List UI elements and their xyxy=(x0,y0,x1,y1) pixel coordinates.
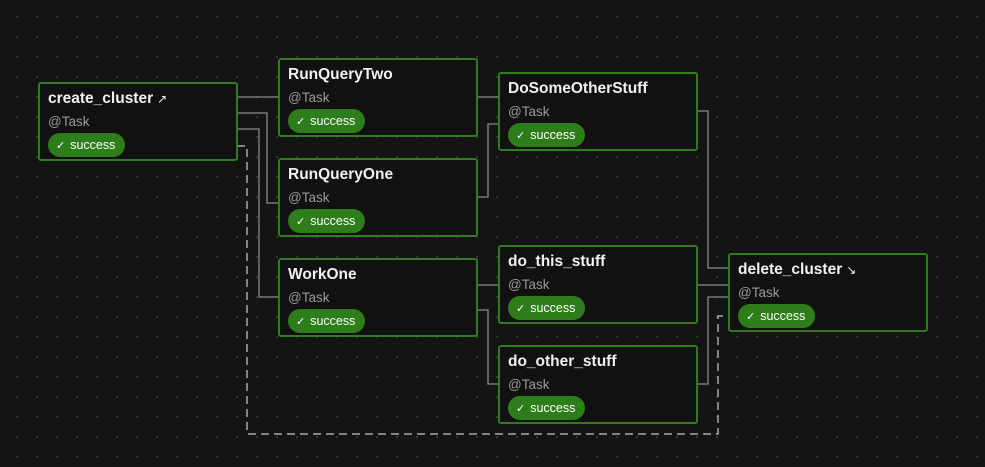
node-title: do_other_stuff xyxy=(508,353,617,370)
check-icon: ✓ xyxy=(296,315,306,328)
status-badge: ✓success xyxy=(508,396,586,420)
node-title: RunQueryOne xyxy=(288,166,394,183)
edge-create-cluster-workone xyxy=(237,128,279,298)
node-subtitle: @Task xyxy=(288,90,330,105)
status-badge: ✓success xyxy=(288,209,366,233)
node-runquerytwo[interactable]: RunQueryTwo @Task ✓success xyxy=(278,58,478,137)
edge-create-cluster-delete-cluster-dashed xyxy=(237,145,729,435)
node-do-this-stuff[interactable]: do_this_stuff @Task ✓success xyxy=(498,245,698,324)
edge-runqueryone-dosomeotherstuff xyxy=(477,123,499,198)
status-badge: ✓success xyxy=(508,296,586,320)
node-create-cluster[interactable]: create_cluster↗ @Task ✓success xyxy=(38,82,238,161)
node-subtitle: @Task xyxy=(738,285,780,300)
check-icon: ✓ xyxy=(516,129,526,142)
check-icon: ✓ xyxy=(746,310,756,323)
check-icon: ✓ xyxy=(296,115,306,128)
node-subtitle: @Task xyxy=(508,104,550,119)
node-title: DoSomeOtherStuff xyxy=(508,80,648,97)
status-badge: ✓success xyxy=(508,123,586,147)
node-subtitle: @Task xyxy=(508,277,550,292)
node-title: RunQueryTwo xyxy=(288,66,393,83)
node-title: delete_cluster↘ xyxy=(738,261,857,278)
node-title: create_cluster↗ xyxy=(48,90,168,107)
node-subtitle: @Task xyxy=(508,377,550,392)
node-delete-cluster[interactable]: delete_cluster↘ @Task ✓success xyxy=(728,253,928,332)
status-badge: ✓success xyxy=(738,304,816,328)
status-badge: ✓success xyxy=(288,309,366,333)
edge-create-cluster-runqueryone xyxy=(237,112,279,204)
node-subtitle: @Task xyxy=(48,114,90,129)
check-icon: ✓ xyxy=(296,215,306,228)
node-title: WorkOne xyxy=(288,266,357,283)
status-badge: ✓success xyxy=(48,133,126,157)
edge-do-other-stuff-delete-cluster xyxy=(697,296,729,385)
edge-dosomeotherstuff-delete-cluster xyxy=(697,110,729,269)
edge-workone-do-other-stuff xyxy=(477,309,499,385)
node-workone[interactable]: WorkOne @Task ✓success xyxy=(278,258,478,337)
node-subtitle: @Task xyxy=(288,290,330,305)
check-icon: ✓ xyxy=(516,402,526,415)
arrow-down-right-icon: ↘ xyxy=(846,263,857,277)
check-icon: ✓ xyxy=(56,139,66,152)
node-subtitle: @Task xyxy=(288,190,330,205)
node-do-other-stuff[interactable]: do_other_stuff @Task ✓success xyxy=(498,345,698,424)
check-icon: ✓ xyxy=(516,302,526,315)
status-badge: ✓success xyxy=(288,109,366,133)
node-dosomeotherstuff[interactable]: DoSomeOtherStuff @Task ✓success xyxy=(498,72,698,151)
node-title: do_this_stuff xyxy=(508,253,606,270)
external-link-icon: ↗ xyxy=(157,92,168,106)
node-runqueryone[interactable]: RunQueryOne @Task ✓success xyxy=(278,158,478,237)
